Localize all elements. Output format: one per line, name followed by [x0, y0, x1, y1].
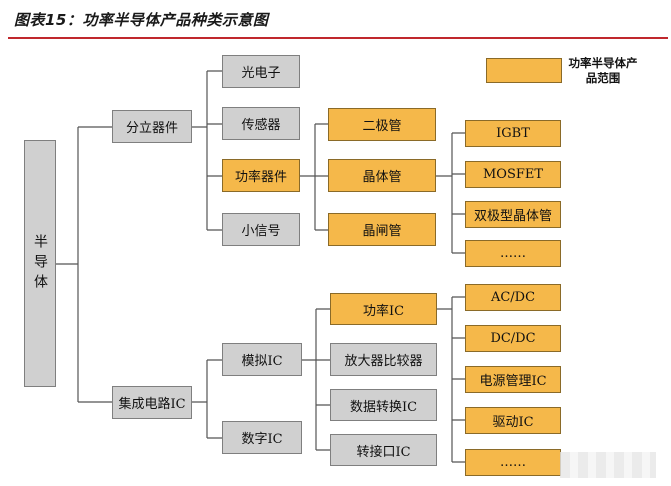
power-devices-node: 功率器件 [222, 159, 300, 192]
bipolar-transistor-node: 双极型晶体管 [465, 201, 561, 228]
thyristor-node: 晶闸管 [328, 213, 436, 246]
dc-dc-node: DC/DC [465, 325, 561, 352]
discrete-devices-node: 分立器件 [112, 110, 192, 143]
driver-ic-node: 驱动IC [465, 407, 561, 434]
power-management-ic-node: 电源管理IC [465, 366, 561, 393]
transistor-more-node: …… [465, 240, 561, 267]
legend-swatch [486, 58, 562, 83]
legend-label: 功率半导体产品范围 [568, 56, 638, 85]
mosfet-node: MOSFET [465, 161, 561, 188]
data-converter-ic-node: 数据转换IC [330, 389, 437, 421]
optoelectronics-node: 光电子 [222, 55, 300, 88]
small-signal-node: 小信号 [222, 213, 300, 246]
figure-title: 图表15：功率半导体产品种类示意图 [14, 11, 269, 29]
diode-node: 二极管 [328, 108, 436, 141]
root-label: 半导体 [32, 233, 48, 294]
digital-ic-node: 数字IC [222, 421, 302, 454]
power-ic-more-node: …… [465, 449, 561, 476]
amplifier-comparator-node: 放大器比较器 [330, 343, 437, 376]
transistor-node: 晶体管 [328, 159, 436, 192]
blurred-watermark [560, 452, 656, 478]
figure-header: 图表15：功率半导体产品种类示意图 [0, 0, 671, 39]
ac-dc-node: AC/DC [465, 284, 561, 311]
power-ic-node: 功率IC [330, 293, 437, 325]
interface-ic-node: 转接口IC [330, 434, 437, 466]
analog-ic-node: 模拟IC [222, 343, 302, 376]
title-rule [8, 37, 668, 39]
igbt-node: IGBT [465, 120, 561, 147]
integrated-circuit-node: 集成电路IC [112, 386, 192, 419]
sensor-node: 传感器 [222, 107, 300, 140]
root-semiconductor-node: 半导体 [24, 140, 56, 387]
